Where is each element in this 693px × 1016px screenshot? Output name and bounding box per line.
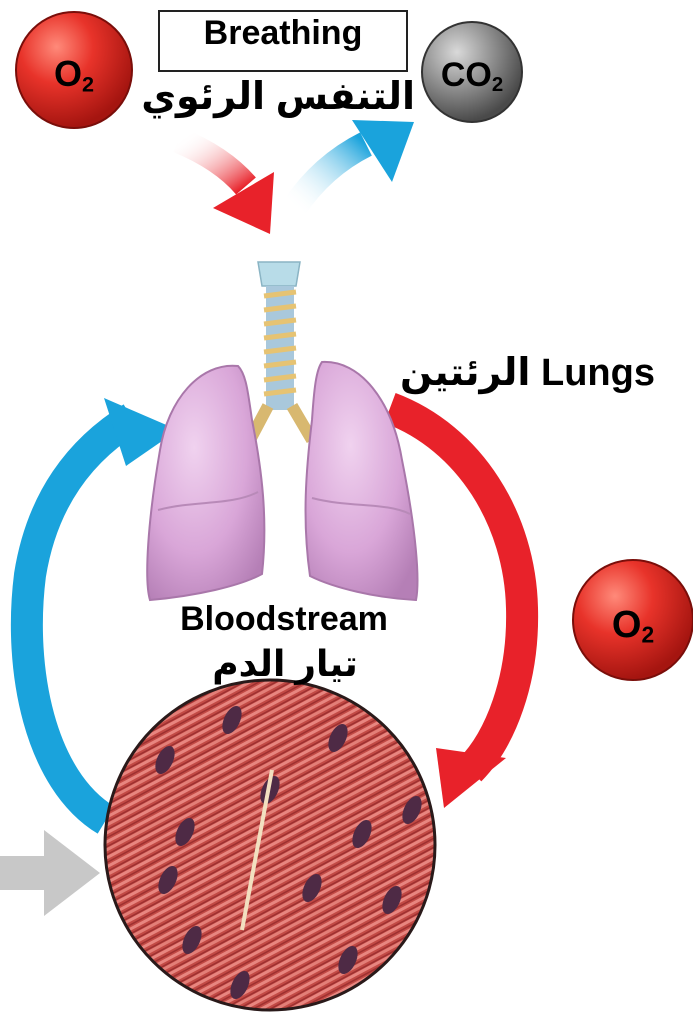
co2-label: CO2	[418, 58, 526, 96]
breathing-label-en: Breathing	[158, 16, 408, 50]
muscle-tissue	[105, 680, 435, 1010]
exhale-arrow	[294, 120, 414, 208]
trachea	[250, 262, 312, 440]
bloodstream-label-en: Bloodstream	[162, 602, 406, 636]
bloodstream-label-ar: تيار الدم	[200, 646, 370, 682]
oxygen-label-right: O2	[568, 606, 693, 646]
oxygen-label-top: O2	[14, 56, 134, 95]
inhale-arrow	[178, 140, 274, 234]
lungs-label: الرئتين Lungs	[400, 354, 655, 392]
gray-input-arrow	[0, 830, 100, 916]
breathing-label-ar: التنفس الرئوي	[150, 78, 415, 116]
oxygenated-blood-arrow	[390, 408, 522, 808]
